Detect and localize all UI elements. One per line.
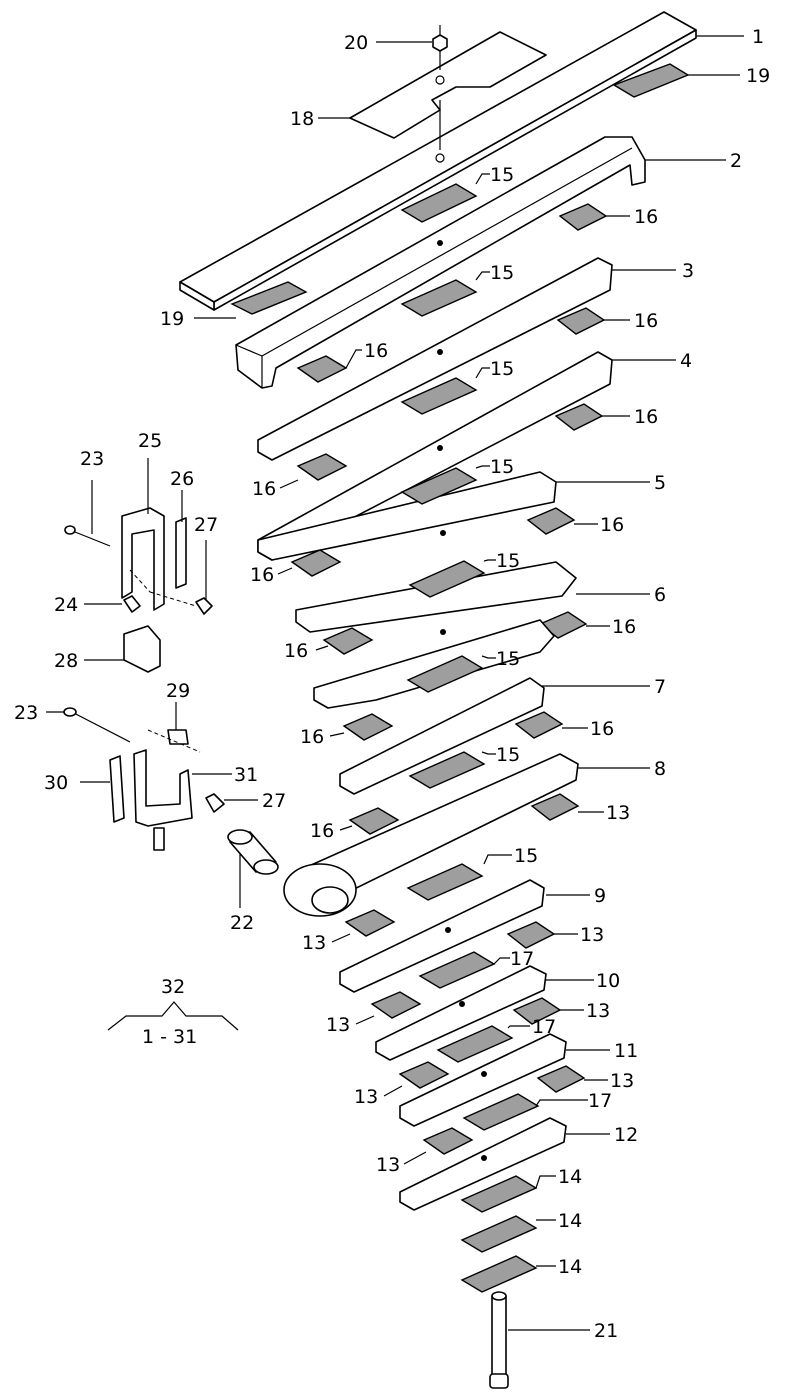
label-8: 8 [654,758,666,780]
label-15-f: 15 [496,648,520,670]
label-15-g: 15 [496,744,520,766]
label-13-f: 13 [610,1070,634,1092]
label-16-e: 16 [252,478,276,500]
label-30: 30 [44,772,68,794]
label-17-a: 17 [510,948,534,970]
label-assembly-range: 1 - 31 [142,1026,197,1048]
label-2: 2 [730,150,742,172]
label-28: 28 [54,650,78,672]
label-6: 6 [654,584,666,606]
part-3-leaf [257,257,613,481]
label-13-c: 13 [580,924,604,946]
part-2-leaf [235,136,646,389]
label-17-c: 17 [588,1090,612,1112]
label-16-b: 16 [634,310,658,332]
label-5: 5 [654,472,666,494]
part-11-leaf [398,1025,586,1127]
label-15-h: 15 [514,845,538,867]
label-16-h: 16 [612,616,636,638]
part-12-leaf [399,1093,567,1211]
label-16-d: 16 [634,406,658,428]
part-8-main-leaf [283,677,580,917]
part-10-leaf [370,951,562,1061]
label-23-a: 23 [80,448,104,470]
part-32-bracket [107,1001,239,1031]
label-29: 29 [166,680,190,702]
label-16-k: 16 [300,726,324,748]
label-13-e: 13 [326,1014,350,1036]
part-5-leaf [257,467,576,577]
part-9-leaf [339,863,556,993]
label-14-c: 14 [558,1256,582,1278]
part-labels: 1 19 2 3 4 5 6 7 8 9 10 11 12 21 18 20 1… [14,26,770,1342]
label-32: 32 [161,976,185,998]
part-7-leaf [313,619,564,741]
label-1: 1 [752,26,764,48]
label-16-a: 16 [634,206,658,228]
label-26: 26 [170,468,194,490]
label-13-a: 13 [606,802,630,824]
label-16-f: 16 [600,514,624,536]
label-4: 4 [680,350,692,372]
leader-lines [46,35,744,1331]
label-25: 25 [138,430,162,452]
label-16-i: 16 [284,640,308,662]
label-15-d: 15 [490,456,514,478]
label-7: 7 [654,676,666,698]
part-18-plate [349,31,547,163]
label-15-e: 15 [496,550,520,572]
part-22-bushing [227,829,279,875]
label-11: 11 [614,1040,638,1062]
label-16-g: 16 [250,564,274,586]
label-18: 18 [290,108,314,130]
label-13-g: 13 [354,1086,378,1108]
label-13-d: 13 [586,1000,610,1022]
part-6-leaf [295,560,588,655]
label-27-b: 27 [262,790,286,812]
label-9: 9 [594,885,606,907]
label-13-b: 13 [302,932,326,954]
label-31: 31 [234,764,258,786]
label-14-b: 14 [558,1210,582,1232]
label-10: 10 [596,970,620,992]
clip-assembly-upper [64,507,213,673]
label-20: 20 [344,32,368,54]
label-16-l: 16 [310,820,334,842]
part-14-shims [460,1175,538,1293]
label-23-b: 23 [14,702,38,724]
label-15-a: 15 [490,164,514,186]
label-3: 3 [682,260,694,282]
label-27-a: 27 [194,514,218,536]
label-17-b: 17 [532,1016,556,1038]
clip-assembly-lower [63,707,225,851]
label-16-j: 16 [590,718,614,740]
label-19-upper: 19 [746,65,770,87]
label-16-c: 16 [364,340,388,362]
label-19-lower: 19 [160,308,184,330]
label-12: 12 [614,1124,638,1146]
label-22: 22 [230,912,254,934]
label-24: 24 [54,594,78,616]
label-13-h: 13 [376,1154,400,1176]
part-20-nut [432,25,448,70]
label-21: 21 [594,1320,618,1342]
label-15-b: 15 [490,262,514,284]
label-15-c: 15 [490,358,514,380]
part-21-center-bolt [489,1291,509,1389]
label-14-a: 14 [558,1166,582,1188]
